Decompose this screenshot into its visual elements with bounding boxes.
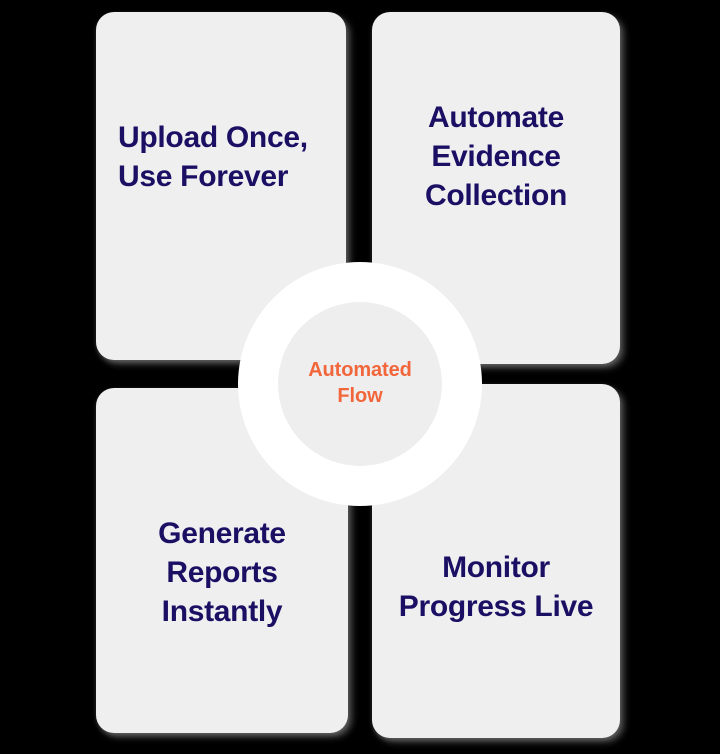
card-automate-evidence-collection-label: Automate Evidence Collection xyxy=(424,101,567,212)
automated-flow-hub-label: Automated Flow xyxy=(308,359,412,407)
card-monitor-progress-live-label: Monitor Progress Live xyxy=(398,551,594,623)
card-upload-once-use-forever[interactable]: Upload Once, Use Forever xyxy=(96,12,346,360)
card-upload-once-use-forever-label: Upload Once, Use Forever xyxy=(118,121,308,193)
automated-flow-hub-inner: Automated Flow xyxy=(278,302,442,466)
card-automate-evidence-collection[interactable]: Automate Evidence Collection xyxy=(372,12,620,364)
automated-flow-hub[interactable]: Automated Flow xyxy=(238,262,482,506)
card-generate-reports-instantly-label: Generate Reports Instantly xyxy=(158,517,286,628)
